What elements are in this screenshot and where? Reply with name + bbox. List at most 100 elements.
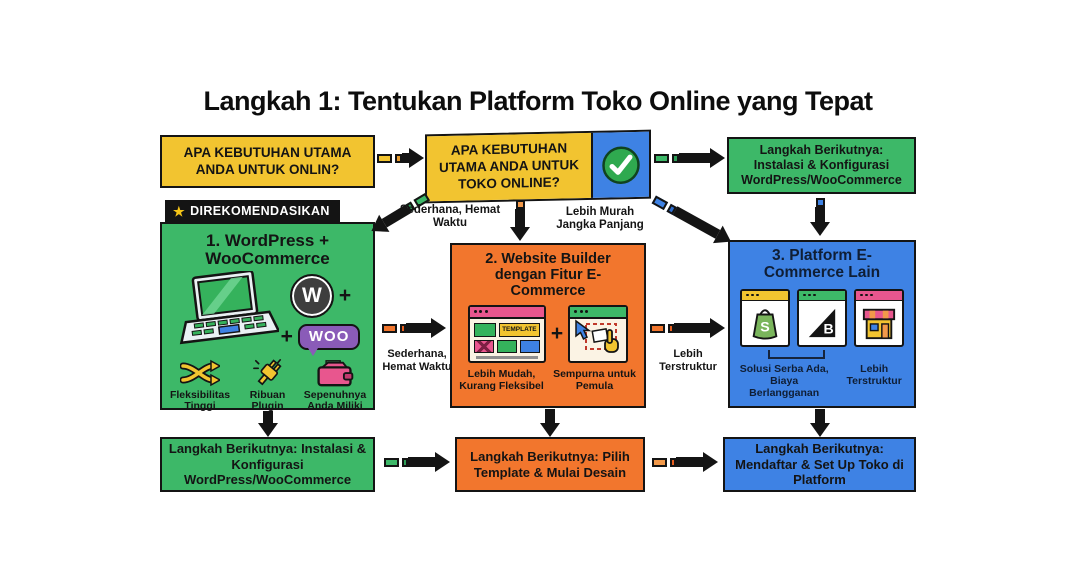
arrow-nextstep-to-platform xyxy=(809,198,831,236)
label-q2-to-builder: Lebih Murah Jangka Panjang xyxy=(556,206,644,232)
card-titlebar xyxy=(856,290,902,301)
plus-sign: + xyxy=(280,324,293,348)
template-browser-icon: TEMPLATE xyxy=(467,304,546,363)
arrow-q2-to-builder xyxy=(509,200,531,241)
window-dot xyxy=(574,310,578,314)
woocommerce-icon: WOO xyxy=(297,323,361,357)
feature-ownership: Sepenuhnya Anda Miliki xyxy=(302,358,368,414)
arrow-next2-to-next3 xyxy=(652,451,718,473)
arrow-next1-to-next2 xyxy=(384,451,450,473)
dragdrop-browser-icon xyxy=(568,304,629,363)
question-box-main: APA KEBUTUHAN UTAMA ANDA UNTUK TOKO ONLI… xyxy=(425,129,651,204)
window-dot xyxy=(813,293,816,297)
arrow-builder-to-platform xyxy=(650,317,725,339)
text-line xyxy=(475,356,538,359)
wordpress-letter: W xyxy=(301,283,322,307)
content-block xyxy=(473,322,496,337)
shopify-card: S xyxy=(740,288,790,347)
shopify-icon: S xyxy=(752,309,778,340)
next-step-builder-text: Langkah Berikutnya: Pilih Template & Mul… xyxy=(470,448,630,480)
laptop-icon xyxy=(179,270,279,344)
storefront-icon xyxy=(862,308,896,339)
window-dot xyxy=(751,293,754,297)
wordpress-option-title: 1. WordPress + WooCommerce xyxy=(205,231,330,269)
plus-sign: + xyxy=(550,321,564,345)
recommended-badge: ★ DIREKOMENDASIKAN xyxy=(165,200,340,224)
window-dot xyxy=(484,310,488,314)
builder-illustration: TEMPLATE + xyxy=(467,304,629,363)
text-line xyxy=(476,362,522,363)
woo-label: WOO xyxy=(308,327,350,345)
next-step-top-box: Langkah Berikutnya: Instalasi & Konfigur… xyxy=(727,137,916,194)
window-dot xyxy=(803,293,806,297)
question-main-text: APA KEBUTUHAN UTAMA ANDA UNTUK TOKO ONLI… xyxy=(427,132,591,202)
arrow-platform-down xyxy=(809,409,831,437)
plus-sign: + xyxy=(338,283,352,307)
image-thumb xyxy=(473,339,494,353)
question-box-left: APA KEBUTUHAN UTAMA ANDA UNTUK ONLIN? xyxy=(160,135,375,188)
window-dot xyxy=(870,293,873,297)
wordpress-icon: W xyxy=(289,273,334,318)
arrow-q2-to-platform xyxy=(649,189,737,251)
bigcommerce-letter: B xyxy=(823,320,833,336)
cards-connector xyxy=(768,350,825,359)
check-panel xyxy=(591,131,649,198)
store-card xyxy=(854,288,904,347)
next-step-wordpress-text: Langkah Berikutnya: Instalasi & Konfigur… xyxy=(168,440,367,488)
builder-caption-left: Lebih Mudah, Kurang Fleksibel xyxy=(459,367,544,392)
window-dot xyxy=(756,293,759,297)
plug-icon xyxy=(252,358,282,386)
star-icon: ★ xyxy=(173,204,186,219)
card-titlebar xyxy=(742,290,788,301)
check-icon xyxy=(602,146,640,184)
next-step-platform-box: Langkah Berikutnya: Mendaftar & Set Up T… xyxy=(723,437,916,492)
next-step-platform-text: Langkah Berikutnya: Mendaftar & Set Up T… xyxy=(735,440,904,488)
window-dot xyxy=(579,310,583,314)
wordpress-features: Fleksibilitas Tinggi Ribuan Plugin xyxy=(163,358,372,414)
question-left-text: APA KEBUTUHAN UTAMA ANDA UNTUK ONLIN? xyxy=(183,145,352,177)
label-builder-to-platform: Lebih Terstruktur xyxy=(659,348,717,373)
arrow-wordpress-to-builder xyxy=(382,317,446,339)
next-step-builder-box: Langkah Berikutnya: Pilih Template & Mul… xyxy=(455,437,645,492)
feature-plugins: Ribuan Plugin xyxy=(235,358,301,414)
builder-option-box: 2. Website Builder dengan Fitur E-Commer… xyxy=(450,243,646,408)
wordpress-option-box: ★ DIREKOMENDASIKAN 1. WordPress + WooCom… xyxy=(160,200,375,412)
feature-label: Ribuan Plugin xyxy=(249,388,286,413)
window-dot xyxy=(808,293,811,297)
card-titlebar xyxy=(799,290,845,301)
feature-label: Fleksibilitas Tinggi xyxy=(169,388,231,413)
drag-drop-icon xyxy=(575,319,620,353)
content-thumb xyxy=(519,339,540,353)
arrow-q2-to-nextstep xyxy=(654,147,725,169)
template-chip: TEMPLATE xyxy=(498,322,540,337)
window-dot xyxy=(746,293,749,297)
content-thumb xyxy=(496,339,517,353)
arrow-q1-to-q2 xyxy=(377,147,424,169)
platform-caption-left: Solusi Serba Ada, Biaya Berlangganan xyxy=(739,362,829,400)
browser-titlebar xyxy=(570,306,627,319)
window-dot xyxy=(865,293,868,297)
feature-flexibility: Fleksibilitas Tinggi xyxy=(167,358,233,414)
window-dot xyxy=(860,293,863,297)
label-wordpress-to-builder: Sederhana, Hemat Waktu xyxy=(382,348,452,373)
window-dot xyxy=(473,310,477,314)
next-step-wordpress-box: Langkah Berikutnya: Instalasi & Konfigur… xyxy=(160,437,375,492)
next-step-top-text: Langkah Berikutnya: Instalasi & Konfigur… xyxy=(741,142,902,188)
shopify-letter: S xyxy=(760,319,769,335)
window-dot xyxy=(479,310,483,314)
bigcommerce-card: B xyxy=(797,288,847,347)
builder-option-title: 2. Website Builder dengan Fitur E-Commer… xyxy=(485,251,611,300)
arrow-builder-down xyxy=(539,409,561,437)
bigcommerce-icon: B xyxy=(808,308,836,337)
shuffle-icon xyxy=(180,359,220,386)
platform-option-title: 3. Platform E-Commerce Lain xyxy=(763,247,881,282)
arrow-wordpress-down xyxy=(257,411,279,437)
browser-titlebar xyxy=(469,306,544,319)
feature-label: Sepenuhnya Anda Miliki xyxy=(303,388,367,413)
platform-caption-right: Lebih Terstruktur xyxy=(846,362,902,388)
wallet-icon xyxy=(317,359,354,387)
logo-column: W + + WOO xyxy=(280,273,361,357)
platform-cards: S B xyxy=(740,288,904,347)
page-title: Langkah 1: Tentukan Platform Toko Online… xyxy=(203,86,873,116)
